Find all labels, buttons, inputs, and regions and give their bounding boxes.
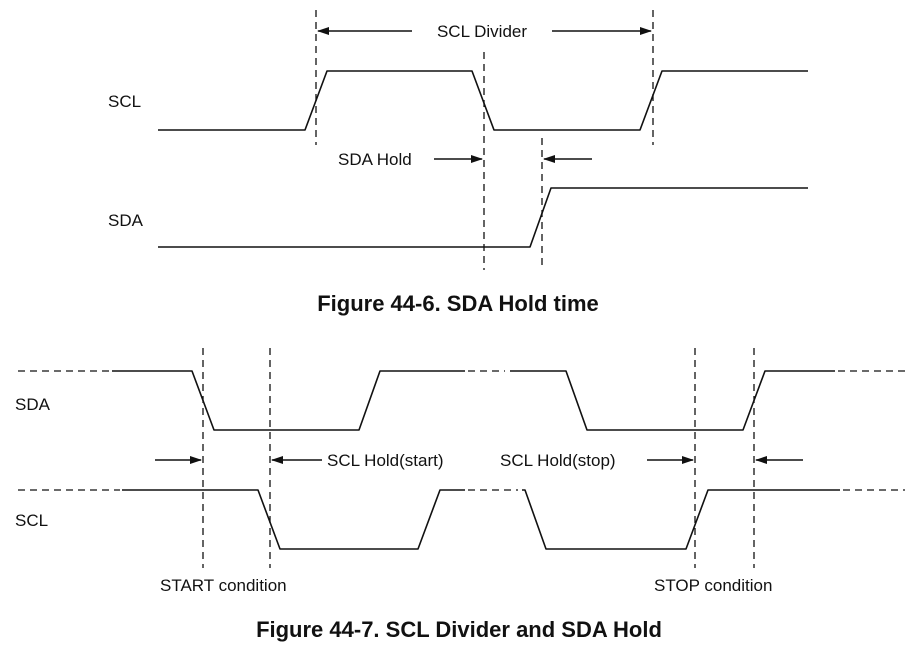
sda-waveform xyxy=(158,187,808,248)
figure-sda-hold-time: SCL Divider SCL SDA Hold SDA Figure 44-6… xyxy=(108,10,808,316)
scl-waveform-segment-2 xyxy=(522,489,840,550)
start-condition-label: START condition xyxy=(160,576,287,595)
figure-scl-divider-and-sda-hold: SDA SCL Hold(start) SCL Hold(stop) SCL S… xyxy=(15,348,905,642)
scl-divider-label: SCL Divider xyxy=(437,22,527,41)
scl-signal-label-2: SCL xyxy=(15,511,48,530)
scl-hold-stop-label: SCL Hold(stop) xyxy=(500,451,616,470)
scl-hold-start-label: SCL Hold(start) xyxy=(327,451,444,470)
sda-hold-label: SDA Hold xyxy=(338,150,412,169)
sda-waveform-segment-2 xyxy=(510,370,835,431)
figure-caption-44-7: Figure 44-7. SCL Divider and SDA Hold xyxy=(256,617,662,642)
sda-signal-label-2: SDA xyxy=(15,395,51,414)
scl-signal-label: SCL xyxy=(108,92,141,111)
sda-waveform-segment-1 xyxy=(112,370,465,431)
scl-waveform-segment-1 xyxy=(122,489,465,550)
figure-caption-44-6: Figure 44-6. SDA Hold time xyxy=(317,291,599,316)
scl-waveform xyxy=(158,70,808,131)
stop-condition-label: STOP condition xyxy=(654,576,772,595)
sda-signal-label: SDA xyxy=(108,211,144,230)
